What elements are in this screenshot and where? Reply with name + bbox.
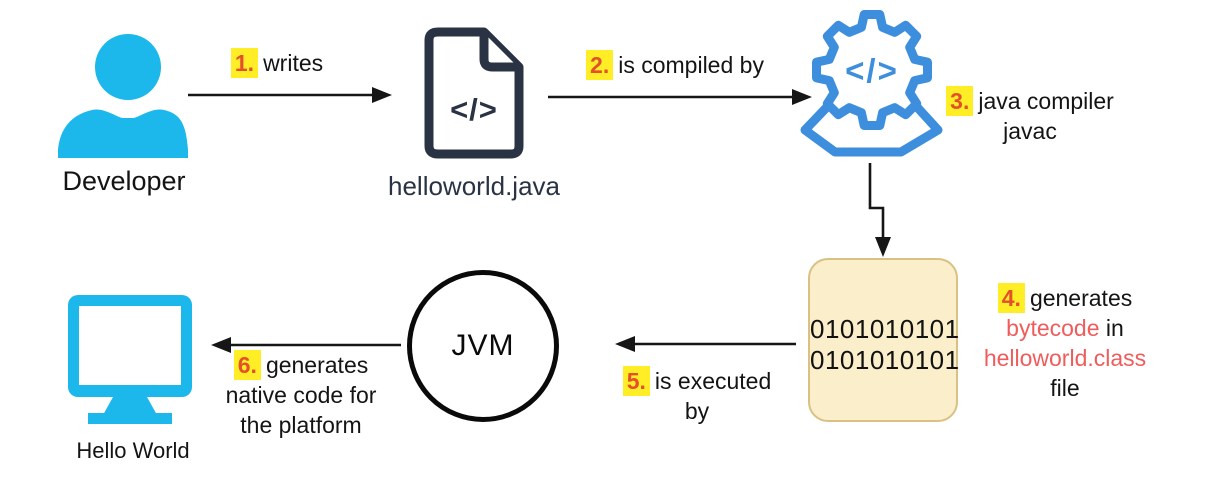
step-3-number: 3.	[946, 86, 974, 116]
connector-compiler-to-bytecode	[868, 163, 891, 257]
step-1-number: 1.	[230, 48, 259, 78]
step-2-number: 2.	[586, 50, 614, 80]
developer-label: Developer	[62, 166, 186, 196]
jvm-node: JVM	[407, 270, 559, 422]
output-label: Hello World	[76, 438, 190, 463]
bytecode-node: 0101010101 0101010101	[808, 258, 960, 422]
jvm-label: JVM	[451, 329, 515, 362]
code-glyph: </>	[450, 92, 498, 127]
monitor-icon	[68, 295, 192, 424]
bytecode-line: 0101010101	[810, 314, 960, 344]
step-2-label: 2.is compiled by	[575, 50, 775, 80]
step-1-label: 1.writes	[207, 48, 347, 78]
step-6-label: 6.generates native code for the platform	[225, 350, 377, 438]
source-file-icon: </>	[424, 27, 524, 159]
step-5-number: 5.	[622, 366, 650, 396]
source-file-label: helloworld.java	[388, 171, 560, 201]
step-5-label: 5.is executed by	[617, 366, 777, 426]
step-4-label: 4.generates bytecode in helloworld.class…	[983, 283, 1147, 401]
bytecode-line: 0101010101	[810, 345, 960, 375]
code-glyph: </>	[845, 52, 899, 89]
step-3-label: 3.java compiler javac	[940, 86, 1120, 146]
step-4-number: 4.	[997, 283, 1025, 313]
java-compiler-icon: </>	[800, 10, 943, 157]
developer-icon	[58, 34, 188, 158]
step-6-number: 6.	[233, 350, 261, 380]
